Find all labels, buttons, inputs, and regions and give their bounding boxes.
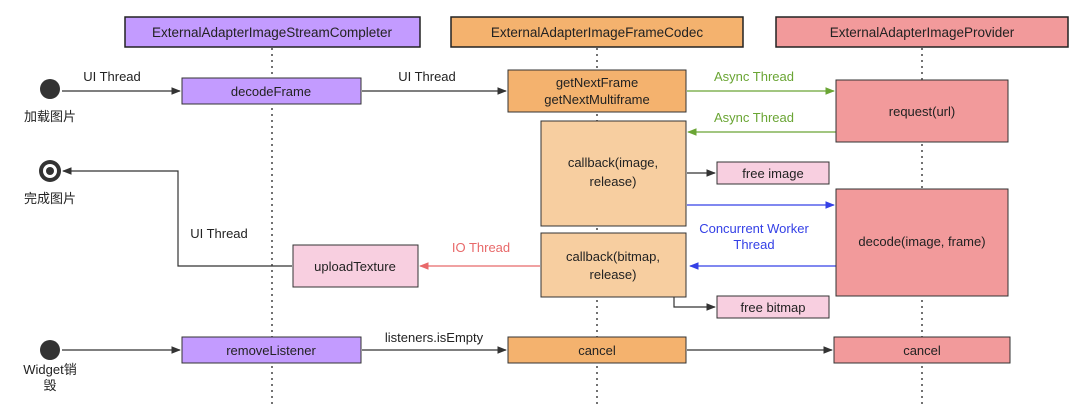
box-decode: decode(image, frame): [835, 188, 1009, 297]
lane-title-codec: ExternalAdapterImageFrameCodec: [491, 25, 704, 40]
box-getnextframe: getNextFrame getNextMultiframe: [507, 69, 687, 113]
box-request: request(url): [835, 79, 1009, 143]
box-decode-label: decode(image, frame): [858, 234, 985, 249]
box-request-label: request(url): [889, 104, 955, 119]
label-listeners-isempty: listeners.isEmpty: [385, 330, 484, 345]
label-ui-thread-2: UI Thread: [398, 69, 456, 84]
box-remove-listener-label: removeListener: [226, 343, 316, 358]
box-getnextframe-line2: getNextMultiframe: [544, 92, 649, 107]
lane-title-completer: ExternalAdapterImageStreamCompleter: [152, 25, 393, 40]
box-callback-image: callback(image, release): [540, 120, 687, 227]
lane-title-provider: ExternalAdapterImageProvider: [830, 25, 1015, 40]
label-concurrent-line1: Concurrent Worker: [699, 221, 809, 236]
box-callback-image-line2: release): [590, 174, 637, 189]
box-free-bitmap-label: free bitmap: [740, 300, 805, 315]
actor-done-label: 完成图片: [24, 191, 76, 206]
box-decodeframe-label: decodeFrame: [231, 84, 311, 99]
box-free-bitmap: free bitmap: [716, 295, 830, 319]
arrow-uploadtexture-to-done: [62, 167, 292, 267]
box-free-image: free image: [716, 161, 830, 185]
actor-destroy-label-line2: 毁: [43, 378, 56, 393]
actor-load-label: 加载图片: [24, 109, 76, 124]
start-load-icon: [40, 79, 60, 99]
arrow-callbackbitmap-to-freebitmap: [673, 297, 716, 311]
lane-header-codec: ExternalAdapterImageFrameCodec: [450, 16, 744, 48]
box-cancel-codec-label: cancel: [578, 343, 616, 358]
box-cancel-provider-label: cancel: [903, 343, 941, 358]
box-callback-bitmap: callback(bitmap, release): [540, 232, 687, 298]
box-callback-bitmap-line1: callback(bitmap,: [566, 249, 660, 264]
label-async-thread-2: Async Thread: [714, 110, 794, 125]
box-getnextframe-line1: getNextFrame: [556, 75, 638, 90]
box-remove-listener: removeListener: [181, 336, 362, 364]
label-ui-thread-1: UI Thread: [83, 69, 141, 84]
lane-header-provider: ExternalAdapterImageProvider: [775, 16, 1069, 48]
box-upload-texture: uploadTexture: [292, 244, 419, 288]
start-destroy-icon: [40, 340, 60, 360]
box-callback-image-line1: callback(image,: [568, 155, 658, 170]
label-ui-thread-3: UI Thread: [190, 226, 248, 241]
label-io-thread: IO Thread: [452, 240, 510, 255]
box-cancel-codec: cancel: [507, 336, 687, 364]
lane-header-completer: ExternalAdapterImageStreamCompleter: [124, 16, 421, 48]
box-free-image-label: free image: [742, 166, 803, 181]
box-decodeframe: decodeFrame: [181, 77, 362, 105]
label-concurrent-line2: Thread: [733, 237, 774, 252]
actor-destroy-label-line1: Widget销: [23, 362, 76, 377]
box-upload-texture-label: uploadTexture: [314, 259, 396, 274]
label-async-thread-1: Async Thread: [714, 69, 794, 84]
box-callback-bitmap-line2: release): [590, 267, 637, 282]
end-done-icon: [39, 160, 61, 182]
box-cancel-provider: cancel: [833, 336, 1011, 364]
